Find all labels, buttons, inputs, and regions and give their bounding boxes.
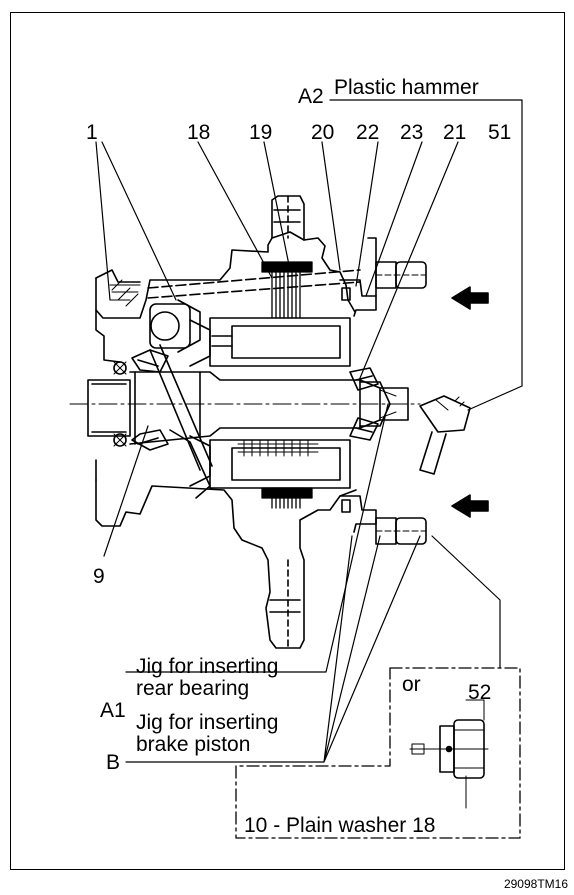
oil-passage-upper-2 xyxy=(147,281,361,299)
brake-discs-upper xyxy=(261,261,313,319)
cylinder-block-upper xyxy=(149,299,351,367)
alt-bolt-52 xyxy=(409,699,489,809)
brake-piston-upper xyxy=(339,237,377,317)
oil-passage-upper xyxy=(147,269,361,289)
push-arrow-upper xyxy=(451,286,489,310)
alt-or-label: or xyxy=(402,673,421,696)
alternative-box xyxy=(235,667,521,839)
jig-b-lower xyxy=(375,517,427,545)
callout-23: 23 xyxy=(400,121,424,144)
callout-9: 9 xyxy=(93,565,105,588)
front-bearing xyxy=(113,349,169,451)
plastic-hammer xyxy=(419,395,471,475)
housing-upper xyxy=(95,195,356,363)
plain-washer-label: 10 - Plain washer 18 xyxy=(244,814,436,837)
push-arrow-lower xyxy=(451,494,489,518)
callout-18: 18 xyxy=(187,121,211,144)
tool-a1-line1: Jig for inserting xyxy=(136,655,279,678)
figure-frame xyxy=(10,12,565,870)
tool-b-ref: B xyxy=(106,751,121,774)
tool-a1-line2: rear bearing xyxy=(136,677,250,700)
brake-discs-lower xyxy=(261,487,313,509)
housing-lower xyxy=(95,459,357,649)
jig-a1-contact xyxy=(359,381,391,427)
callout-20: 20 xyxy=(311,121,335,144)
swash-plate xyxy=(149,344,213,471)
callout-19: 19 xyxy=(249,121,273,144)
callout-52: 52 xyxy=(468,681,492,704)
figure-code: 29098TM16 xyxy=(503,877,568,891)
callout-21: 21 xyxy=(443,121,467,144)
callout-1: 1 xyxy=(86,121,98,144)
tool-a2-ref: A2 xyxy=(298,85,324,108)
jig-b-upper xyxy=(375,261,427,289)
tool-a1-ref: A1 xyxy=(100,699,126,722)
callout-51: 51 xyxy=(488,121,512,144)
callout-22: 22 xyxy=(356,121,380,144)
tool-a2-name: Plastic hammer xyxy=(334,76,479,99)
leader-lines xyxy=(95,99,523,763)
tool-b-line1: Jig for inserting xyxy=(136,711,279,734)
tool-b-line2: brake piston xyxy=(136,733,251,756)
brake-piston-lower xyxy=(339,495,377,533)
